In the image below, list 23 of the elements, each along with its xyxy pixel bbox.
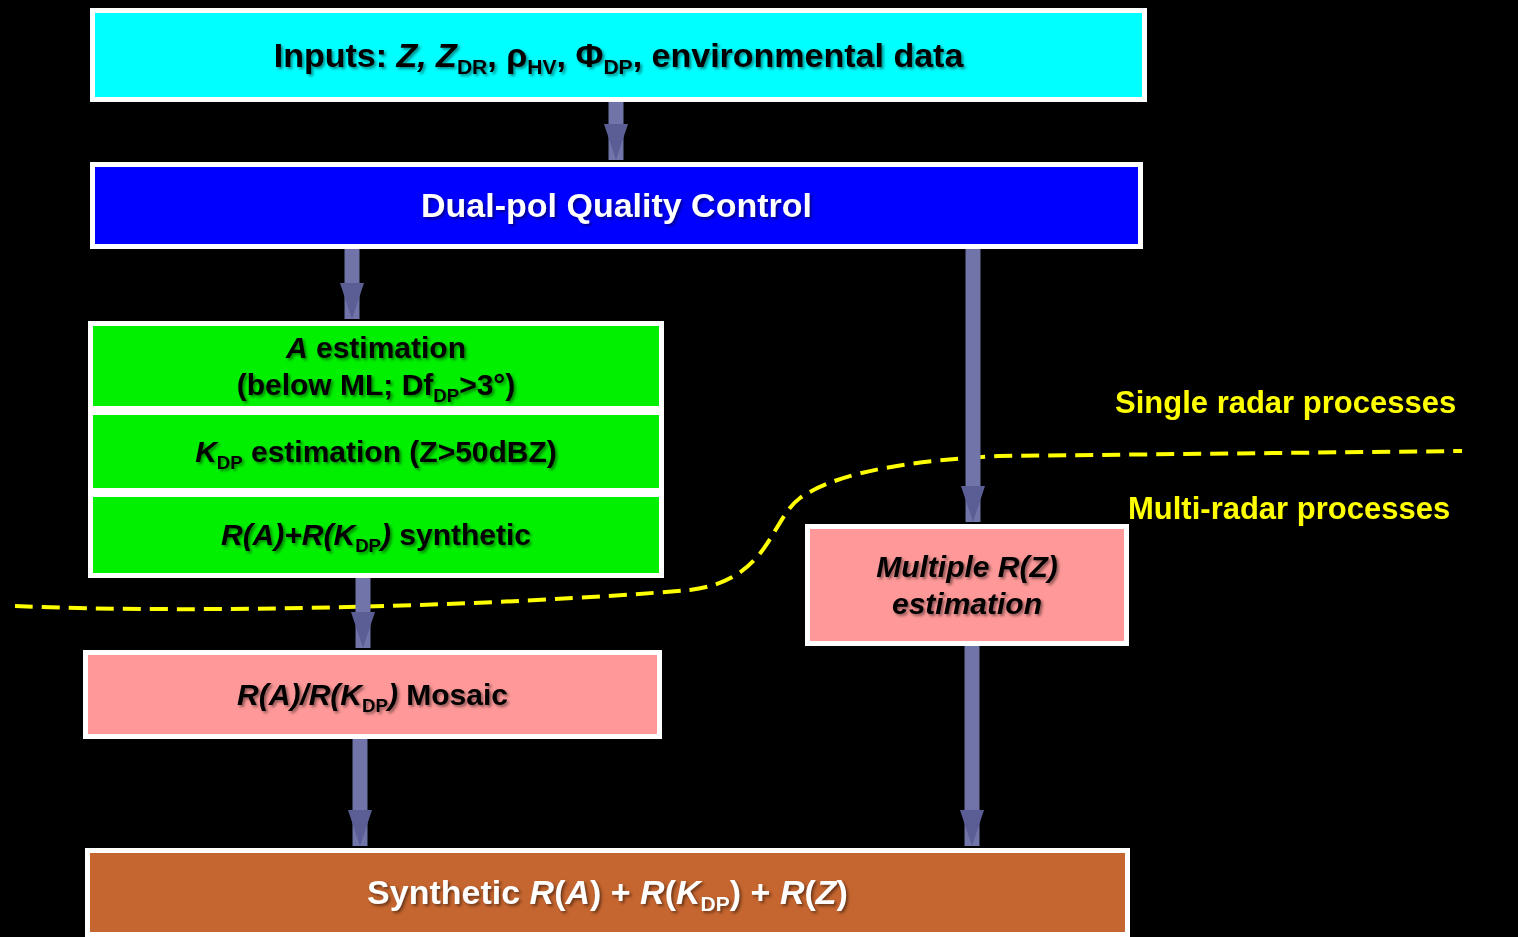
process-box [88,321,664,411]
process-box [83,650,662,739]
box-label: R(A)/R(K$_{DP}$) Mosaic [237,676,508,714]
region-label: Multi-radar processes [1128,491,1451,527]
box-label: A estimation (below ML; Df$_{DP}$>3°) [235,329,517,404]
box-label: K$_{DP}$ estimation (Z>50dBZ) [195,433,557,471]
box-label: Synthetic R(A) + R(K$_{DP}$) + R(Z) [367,872,848,914]
process-box [90,162,1143,249]
arrow [340,249,364,319]
box-label: Dual-pol Quality Control [421,185,812,227]
arrow [348,739,372,846]
arrow [351,578,375,648]
input-box [90,8,1147,102]
process-box [88,492,664,578]
region-label: Single radar processes [1115,385,1457,421]
box-label: R(A)+R(K$_{DP}$) synthetic [220,517,531,554]
arrow [604,102,628,160]
output-box [85,848,1130,937]
box-label: Multiple R(Z) estimation [875,548,1059,622]
arrow [960,646,984,846]
box-label: Inputs: Z, Z$_{DR}$, ρ$_{HV}$, Φ$_{DP}$, environmental data [273,34,964,77]
arrow [961,249,985,522]
process-box [805,524,1129,646]
